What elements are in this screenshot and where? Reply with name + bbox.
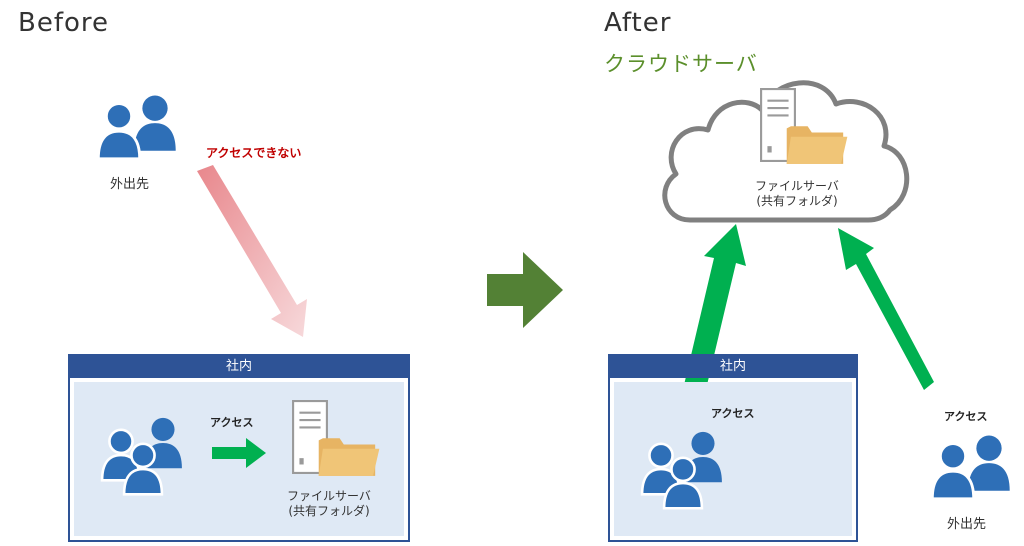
after-office-access-label: アクセス — [711, 407, 755, 420]
after-folder-icon — [784, 120, 848, 166]
remote-users-icon — [92, 92, 184, 160]
blocked-label: アクセスできない — [206, 146, 302, 160]
after-remote-users-icon — [926, 432, 1018, 500]
before-title: Before — [18, 8, 110, 38]
before-access-arrow — [212, 438, 266, 468]
after-office-title: 社内 — [610, 356, 856, 378]
cloud-title: クラウドサーバ — [604, 52, 758, 76]
remote-to-cloud-arrow — [838, 228, 934, 390]
blocked-arrow — [185, 165, 315, 340]
before-office-title: 社内 — [70, 356, 408, 378]
after-server-label-line2: (共有フォルダ) — [756, 194, 838, 208]
before-remote-caption: 外出先 — [110, 177, 150, 192]
after-title: After — [604, 8, 672, 38]
after-server-label-line1: ファイルサーバ — [755, 179, 839, 193]
before-server-label: ファイルサーバ (共有フォルダ) — [274, 489, 384, 519]
after-remote-caption: 外出先 — [947, 517, 987, 532]
before-access-label: アクセス — [210, 416, 254, 429]
office-users-icon — [98, 414, 186, 498]
after-remote-access-label: アクセス — [944, 410, 988, 423]
transition-arrow — [487, 252, 563, 328]
before-folder-icon — [316, 432, 380, 478]
before-server-label-line1: ファイルサーバ — [287, 489, 371, 503]
after-server-label: ファイルサーバ (共有フォルダ) — [742, 179, 852, 209]
before-server-label-line2: (共有フォルダ) — [288, 504, 370, 518]
after-office-users-icon — [638, 428, 726, 512]
